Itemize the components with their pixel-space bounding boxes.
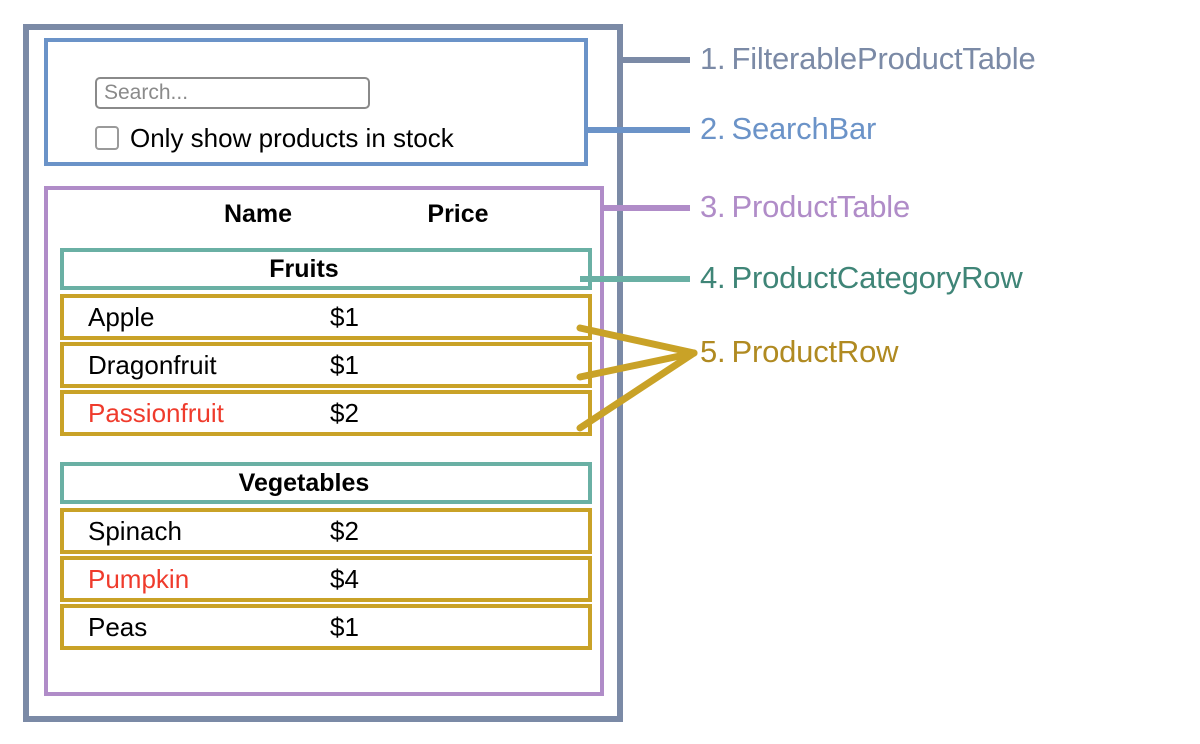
product-table-boundary: Name Price Fruits Apple $1 Dragonfruit $… — [44, 186, 604, 696]
legend-item-search-bar: 2.SearchBar — [700, 111, 876, 147]
product-row: Pumpkin $4 — [60, 556, 592, 602]
legend-item-filterable-product-table: 1.FilterableProductTable — [700, 41, 1036, 77]
in-stock-filter-row[interactable]: Only show products in stock — [95, 123, 454, 153]
column-header-price: Price — [427, 200, 489, 228]
product-price: $2 — [330, 398, 359, 428]
product-price: $1 — [330, 350, 359, 380]
product-category-row: Fruits — [60, 248, 592, 290]
product-row: Peas $1 — [60, 604, 592, 650]
only-in-stock-label: Only show products in stock — [130, 123, 454, 153]
column-header-name: Name — [223, 200, 293, 228]
product-table-body: Fruits Apple $1 Dragonfruit $1 Passionfr… — [60, 244, 592, 652]
product-price: $2 — [330, 516, 359, 546]
legend-label: FilterableProductTable — [731, 41, 1036, 76]
legend-label: ProductTable — [731, 189, 911, 224]
product-price: $4 — [330, 564, 359, 594]
product-name: Peas — [88, 612, 148, 642]
only-in-stock-checkbox[interactable] — [95, 126, 119, 150]
product-name: Apple — [88, 302, 155, 332]
legend-number: 2. — [700, 111, 726, 146]
search-input[interactable] — [95, 77, 370, 109]
product-price: $1 — [330, 302, 359, 332]
legend-number: 1. — [700, 41, 726, 76]
legend-label: ProductRow — [731, 334, 899, 369]
legend-number: 3. — [700, 189, 726, 224]
category-spacer — [60, 438, 592, 458]
product-table-header: Name Price — [48, 198, 600, 234]
legend-label: SearchBar — [731, 111, 877, 146]
legend-item-product-category-row: 4.ProductCategoryRow — [700, 260, 1023, 296]
product-name: Pumpkin — [88, 564, 190, 594]
product-name: Dragonfruit — [88, 350, 217, 380]
product-category-label: Fruits — [269, 254, 339, 283]
product-name: Passionfruit — [88, 398, 224, 428]
product-row: Passionfruit $2 — [60, 390, 592, 436]
product-category-label: Vegetables — [238, 468, 370, 497]
product-price: $1 — [330, 612, 359, 642]
search-bar-boundary: Only show products in stock — [44, 38, 588, 166]
product-row: Apple $1 — [60, 294, 592, 340]
product-row: Spinach $2 — [60, 508, 592, 554]
product-row: Dragonfruit $1 — [60, 342, 592, 388]
legend-label: ProductCategoryRow — [731, 260, 1023, 295]
legend-number: 4. — [700, 260, 726, 295]
legend-item-product-table: 3.ProductTable — [700, 189, 910, 225]
legend-item-product-row: 5.ProductRow — [700, 334, 899, 370]
product-name: Spinach — [88, 516, 182, 546]
legend-number: 5. — [700, 334, 726, 369]
product-category-row: Vegetables — [60, 462, 592, 504]
